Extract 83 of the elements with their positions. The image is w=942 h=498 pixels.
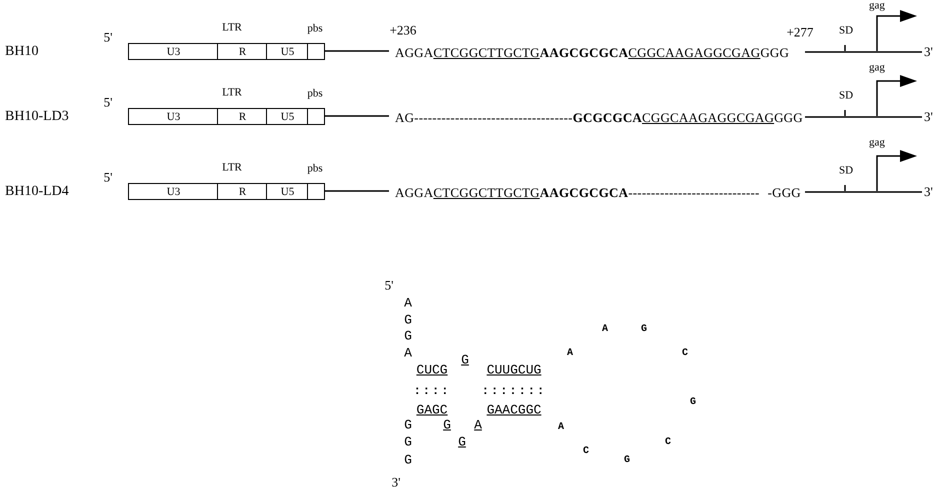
nucleotide-label: A: [404, 346, 412, 360]
base-pair-marks: :::::::: [482, 385, 546, 397]
connector-line: [325, 190, 389, 192]
end-label: 5': [384, 278, 394, 292]
ltr-segment-box: R: [217, 183, 268, 200]
paired-nucleotide-label: GAGC: [416, 404, 448, 416]
gene-label: gag: [869, 62, 885, 74]
region-label: LTR: [222, 162, 242, 174]
sequence-text: GCGCGCA: [572, 111, 642, 124]
gene-label: gag: [869, 0, 885, 12]
pbs-box: [307, 108, 325, 125]
sequence-text: CTCGGCTTGCTG: [433, 186, 540, 199]
nucleotide-label: G: [404, 418, 412, 432]
sequence-text: AG-----------------------------------: [395, 111, 573, 124]
loop-nucleotide-label: C: [665, 438, 671, 448]
paired-nucleotide-label: CUUGCUG: [486, 364, 542, 376]
loop-nucleotide-label: A: [567, 349, 573, 359]
sequence-text: CTCGGCTTGCTG: [433, 46, 540, 59]
paired-nucleotide-label: G: [458, 436, 466, 448]
sequence-text: AGGA: [395, 46, 434, 59]
ltr-segment-box: U3: [128, 183, 219, 200]
nucleotide-label: A: [404, 296, 412, 310]
connector-line: [325, 115, 389, 117]
paired-nucleotide-label: CUCG: [416, 364, 448, 376]
region-label: pbs: [307, 88, 323, 100]
ltr-segment-box: R: [217, 43, 268, 60]
connector-line: [805, 191, 922, 193]
sequence-text: GGG: [760, 46, 790, 59]
end-label: 3': [924, 43, 933, 60]
position-label: +277: [786, 26, 814, 38]
sequence-text: GGG: [774, 111, 803, 124]
base-pair-marks: ::::: [414, 385, 450, 397]
sequence-text: CGGCAAGAGGCGAG: [628, 46, 760, 59]
end-label: 5': [104, 170, 112, 184]
ltr-segment-box: R: [217, 108, 268, 125]
loop-nucleotide-label: C: [682, 349, 688, 359]
ltr-segment-box: U3: [128, 43, 219, 60]
sequence-text: -----------------------------: [628, 186, 760, 199]
region-label: LTR: [222, 88, 242, 98]
region-label: LTR: [222, 22, 242, 34]
connector-line: [325, 50, 389, 52]
construct-name: BH10: [5, 45, 38, 59]
ltr-segment-box: U5: [266, 183, 309, 200]
end-label: 5': [104, 96, 112, 108]
sequence-text: -GGG: [768, 186, 801, 199]
paired-nucleotide-label: G: [443, 418, 451, 432]
sequence-text: AGGA: [395, 186, 434, 199]
paired-nucleotide-label: GAACGGC: [486, 404, 542, 416]
paired-nucleotide-label: A: [474, 418, 482, 432]
end-label: 5': [104, 30, 112, 44]
ltr-segment-box: U5: [266, 108, 309, 125]
sequence-text: CGGCAAGAGGCGAG: [642, 111, 774, 124]
end-label: 3': [924, 108, 933, 125]
region-label: pbs: [307, 164, 323, 174]
loop-nucleotide-label: A: [558, 423, 564, 433]
connector-line: [805, 116, 922, 118]
paired-nucleotide-label: G: [461, 354, 469, 366]
loop-nucleotide-label: C: [583, 447, 589, 457]
pbs-box: [307, 43, 325, 60]
loop-nucleotide-label: G: [690, 398, 696, 408]
sequence-text: AAGCGCGCA: [540, 46, 628, 59]
end-label: 3': [392, 476, 400, 488]
loop-nucleotide-label: G: [641, 325, 647, 335]
nucleotide-label: G: [404, 314, 412, 326]
site-label: SD: [838, 90, 854, 102]
position-label: +236: [390, 24, 416, 36]
nucleotide-label: G: [404, 454, 412, 466]
site-label: SD: [838, 26, 854, 36]
nucleotide-label: G: [404, 330, 412, 342]
connector-line: [805, 51, 922, 53]
ltr-segment-box: U3: [128, 108, 219, 125]
gene-label: gag: [869, 138, 885, 148]
site-label: SD: [838, 166, 854, 176]
end-label: 3': [924, 183, 933, 200]
loop-nucleotide-label: A: [602, 325, 608, 335]
construct-name: BH10-LD4: [5, 185, 69, 199]
construct-name: BH10-LD3: [5, 110, 69, 124]
nucleotide-label: G: [404, 436, 412, 448]
pbs-box: [307, 183, 325, 200]
sequence-text: AAGCGCGCA: [540, 186, 628, 199]
ltr-segment-box: U5: [266, 43, 309, 60]
loop-nucleotide-label: G: [624, 456, 630, 466]
region-label: pbs: [307, 24, 323, 34]
